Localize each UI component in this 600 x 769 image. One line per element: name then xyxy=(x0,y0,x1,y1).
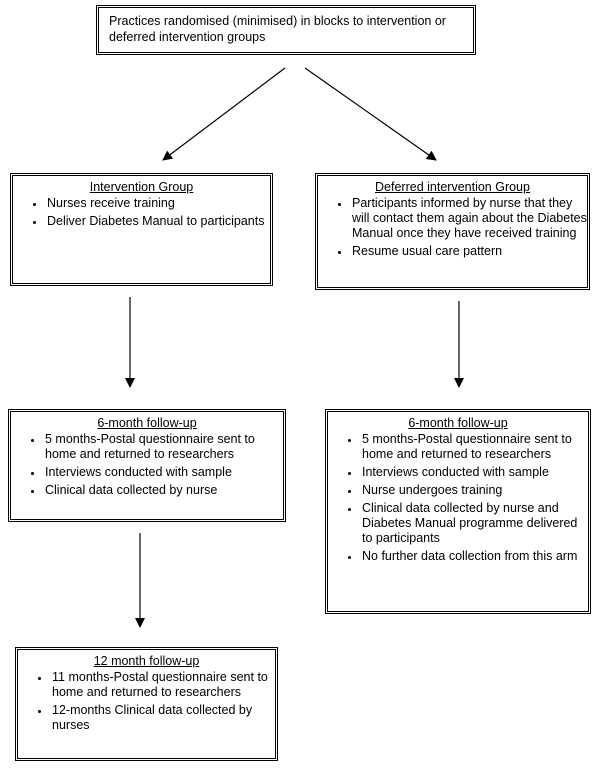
deferred-group-title: Deferred intervention Group xyxy=(375,180,530,194)
deferred-6-month-followup-list: 5 months-Postal questionnaire sent to ho… xyxy=(328,432,588,564)
intervention-group-title: Intervention Group xyxy=(89,180,194,194)
list-item: Clinical data collected by nurse and Dia… xyxy=(360,501,588,546)
list-item: Interviews conducted with sample xyxy=(360,465,588,480)
list-item: Clinical data collected by nurse xyxy=(43,483,283,498)
arrow-to-intervention xyxy=(162,67,286,161)
deferred-group-box: Deferred intervention Group Participants… xyxy=(315,173,590,290)
randomisation-box: Practices randomised (minimised) in bloc… xyxy=(96,5,476,55)
intervention-6-month-followup-list: 5 months-Postal questionnaire sent to ho… xyxy=(11,432,283,498)
deferred-group-list: Participants informed by nurse that they… xyxy=(318,196,587,259)
list-item: Interviews conducted with sample xyxy=(43,465,283,480)
randomisation-text: Practices randomised (minimised) in bloc… xyxy=(109,14,446,44)
intervention-12-month-followup-title: 12 month follow-up xyxy=(93,654,200,668)
list-item: 11 months-Postal questionnaire sent to h… xyxy=(50,670,275,700)
intervention-6-month-followup-box: 6-month follow-up 5 months-Postal questi… xyxy=(8,409,286,522)
list-item: Nurse undergoes training xyxy=(360,483,588,498)
list-item: 5 months-Postal questionnaire sent to ho… xyxy=(360,432,588,462)
list-item: 12-months Clinical data collected by nur… xyxy=(50,703,275,733)
intervention-group-list: Nurses receive training Deliver Diabetes… xyxy=(13,196,270,229)
intervention-12-month-followup-box: 12 month follow-up 11 months-Postal ques… xyxy=(15,647,278,761)
arrow-to-deferred xyxy=(304,67,437,161)
deferred-6-month-followup-box: 6-month follow-up 5 months-Postal questi… xyxy=(325,409,591,614)
list-item: 5 months-Postal questionnaire sent to ho… xyxy=(43,432,283,462)
list-item: No further data collection from this arm xyxy=(360,549,588,564)
intervention-group-box: Intervention Group Nurses receive traini… xyxy=(10,173,273,286)
deferred-6-month-followup-title: 6-month follow-up xyxy=(408,416,508,430)
list-item: Deliver Diabetes Manual to participants xyxy=(45,214,270,229)
intervention-12-month-followup-list: 11 months-Postal questionnaire sent to h… xyxy=(18,670,275,733)
intervention-6-month-followup-title: 6-month follow-up xyxy=(97,416,197,430)
list-item: Participants informed by nurse that they… xyxy=(350,196,587,241)
list-item: Resume usual care pattern xyxy=(350,244,587,259)
list-item: Nurses receive training xyxy=(45,196,270,211)
